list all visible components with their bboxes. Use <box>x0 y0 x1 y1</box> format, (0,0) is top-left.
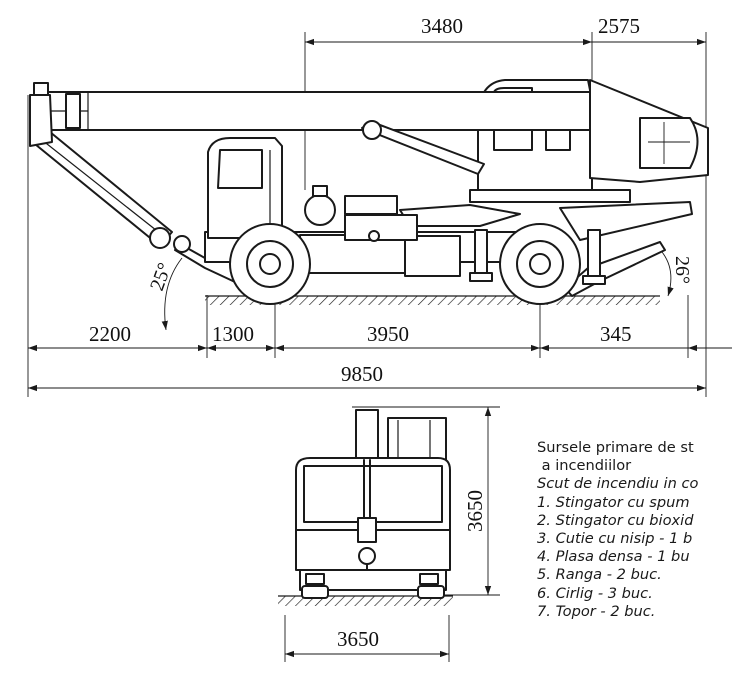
notes-item: 7. Topor - 2 buc. <box>537 602 656 620</box>
notes-item: 4. Plasa densa - 1 bu <box>537 548 690 566</box>
luffing-cylinder <box>361 120 485 175</box>
notes-item: 2. Stingator cu bioxid <box>537 511 694 529</box>
notes-heading-line1: Sursele primare de st <box>537 439 694 456</box>
fire-safety-notes: Sursele primare de st a incendiilor Scut… <box>537 439 732 675</box>
driver-cabin <box>207 137 283 239</box>
dim-side-top-left: 3480 <box>421 14 463 38</box>
front-wheel-right <box>417 585 445 599</box>
dim-side-bottom-3: 3950 <box>367 322 409 346</box>
side-bottom-dimension-lines <box>28 344 732 392</box>
front-bumper <box>299 569 447 591</box>
rear-wheel <box>499 223 581 305</box>
dim-total-length: 9850 <box>341 362 383 386</box>
outrigger-jacks <box>469 229 606 285</box>
notes-item: 5. Ranga - 2 buc. <box>537 566 662 584</box>
boom-strut <box>29 131 191 253</box>
front-wheel <box>229 223 311 305</box>
dim-front-height: 3650 <box>463 490 487 532</box>
front-hook <box>357 459 377 591</box>
notes-item: 1. Stingator cu spum <box>537 493 690 511</box>
dim-side-bottom-1: 2200 <box>89 322 131 346</box>
chassis <box>204 185 546 277</box>
counterweight <box>589 79 709 183</box>
dim-side-bottom-4: 345 <box>600 322 632 346</box>
angle-right-label: 26° <box>671 256 693 284</box>
front-ground <box>278 596 453 606</box>
front-view: 3650 3650 <box>278 406 500 662</box>
angle-left-label: 25° <box>146 260 176 294</box>
front-wheel-left <box>301 585 329 599</box>
dim-front-width: 3650 <box>337 627 379 651</box>
angle-marker-right: 26° <box>661 251 693 297</box>
notes-subheading: Scut de incendiu in co <box>537 475 699 493</box>
notes-item: 3. Cutie cu nisip - 1 b <box>537 530 693 548</box>
front-counterweight <box>387 417 447 463</box>
notes-heading-line2: a incendiilor <box>537 457 632 475</box>
notes-item: 6. Cirlig - 3 buc. <box>537 584 653 602</box>
dim-side-bottom-2: 1300 <box>212 322 254 346</box>
side-view: 3480 2575 2200 1300 3950 345 9850 25° 26… <box>27 14 732 397</box>
main-boom <box>29 82 591 147</box>
dim-side-top-right: 2575 <box>598 14 640 38</box>
front-boom <box>355 409 379 461</box>
angle-marker-left: 25° <box>146 257 183 331</box>
